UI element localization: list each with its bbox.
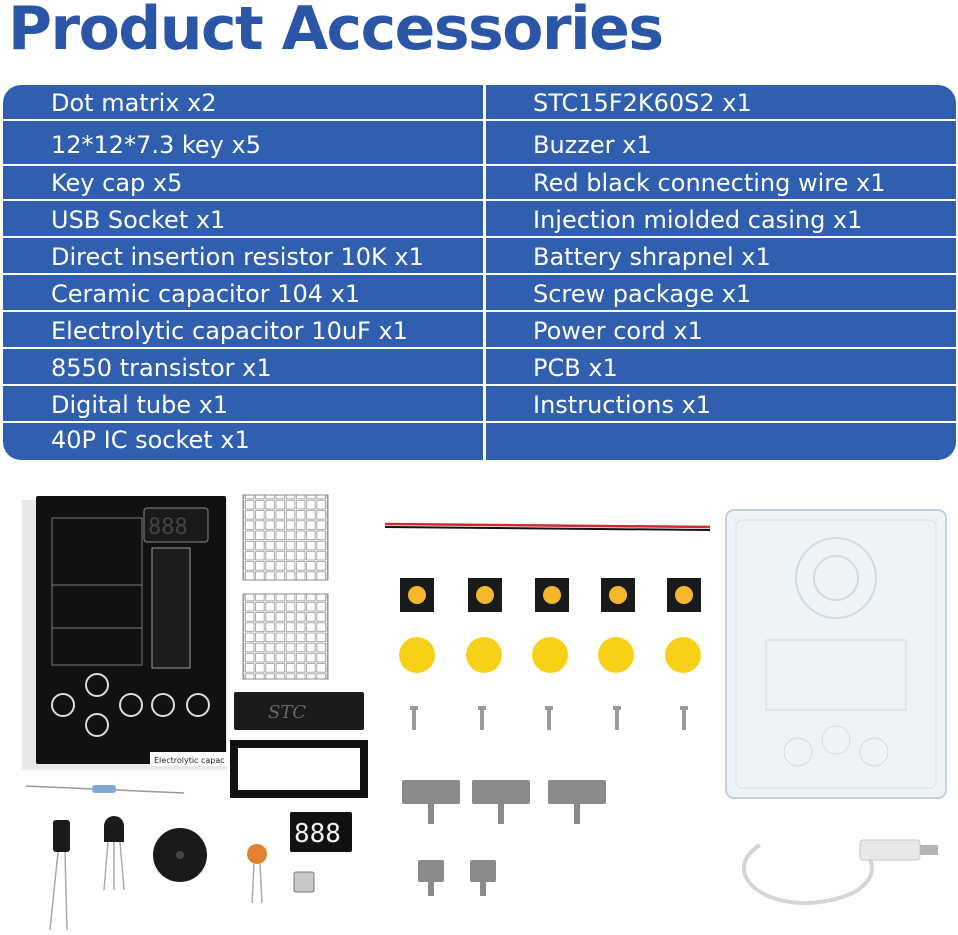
dot-matrix: [242, 593, 329, 680]
battery-shrapnel: [402, 780, 606, 896]
pcb-buttons: [51, 673, 210, 737]
page-title: Product Accessories: [8, 0, 664, 64]
resistor: [25, 785, 185, 794]
accessory-item: Injection miolded casing x1: [533, 206, 863, 234]
accessory-item: 8550 transistor x1: [51, 354, 272, 382]
tactile-keys: [400, 578, 701, 612]
electrolytic-capacitor: [49, 820, 70, 931]
transparent-casing: [725, 509, 947, 799]
accessory-item: Red black connecting wire x1: [533, 169, 886, 197]
svg-text:888: 888: [148, 515, 188, 540]
accessory-item: Key cap x5: [51, 169, 183, 197]
row-separator: [3, 199, 956, 201]
usb-socket: [293, 871, 315, 893]
connecting-wire: [384, 522, 711, 531]
accessory-item: Instructions x1: [533, 391, 712, 419]
power-cord: [742, 839, 938, 906]
row-separator: [3, 119, 956, 121]
row-separator: [3, 384, 956, 386]
accessory-item: PCB x1: [533, 354, 618, 382]
accessory-item: STC15F2K60S2 x1: [533, 89, 752, 117]
column-divider: [483, 85, 486, 460]
accessory-item: Dot matrix x2: [51, 89, 217, 117]
row-separator: [3, 421, 956, 423]
row-separator: [3, 310, 956, 312]
row-separator: [3, 347, 956, 349]
accessory-item: Digital tube x1: [51, 391, 229, 419]
accessory-item: Power cord x1: [533, 317, 703, 345]
accessory-item: Buzzer x1: [533, 131, 652, 159]
row-separator: [3, 236, 956, 238]
accessories-photo: 888 Electrolytic capac STC 888: [22, 494, 947, 931]
accessory-item: Screw package x1: [533, 280, 752, 308]
accessories-table: Dot matrix x2 12*12*7.3 key x5 Key cap x…: [3, 85, 956, 460]
accessory-item: 40P IC socket x1: [51, 426, 250, 454]
ceramic-capacitor: [247, 844, 267, 904]
digital-tube: 888: [290, 812, 352, 852]
accessory-item: Ceramic capacitor 104 x1: [51, 280, 361, 308]
transistor: [103, 816, 125, 891]
pcb-board: 888 Electrolytic capac: [22, 496, 230, 770]
row-separator: [3, 164, 956, 166]
accessory-item: Direct insertion resistor 10K x1: [51, 243, 424, 271]
stc-chip: STC: [230, 692, 368, 798]
accessory-item: 12*12*7.3 key x5: [51, 131, 261, 159]
accessory-item: Electrolytic capacitor 10uF x1: [51, 317, 408, 345]
chip-label: STC: [268, 702, 306, 723]
pcb-label: Electrolytic capac: [154, 756, 225, 765]
dot-matrix: [242, 494, 329, 581]
key-caps: [399, 637, 701, 673]
digit-display: 888: [294, 819, 341, 849]
screws: [410, 706, 688, 730]
row-separator: [3, 273, 956, 275]
accessory-item: Battery shrapnel x1: [533, 243, 771, 271]
accessory-item: USB Socket x1: [51, 206, 226, 234]
